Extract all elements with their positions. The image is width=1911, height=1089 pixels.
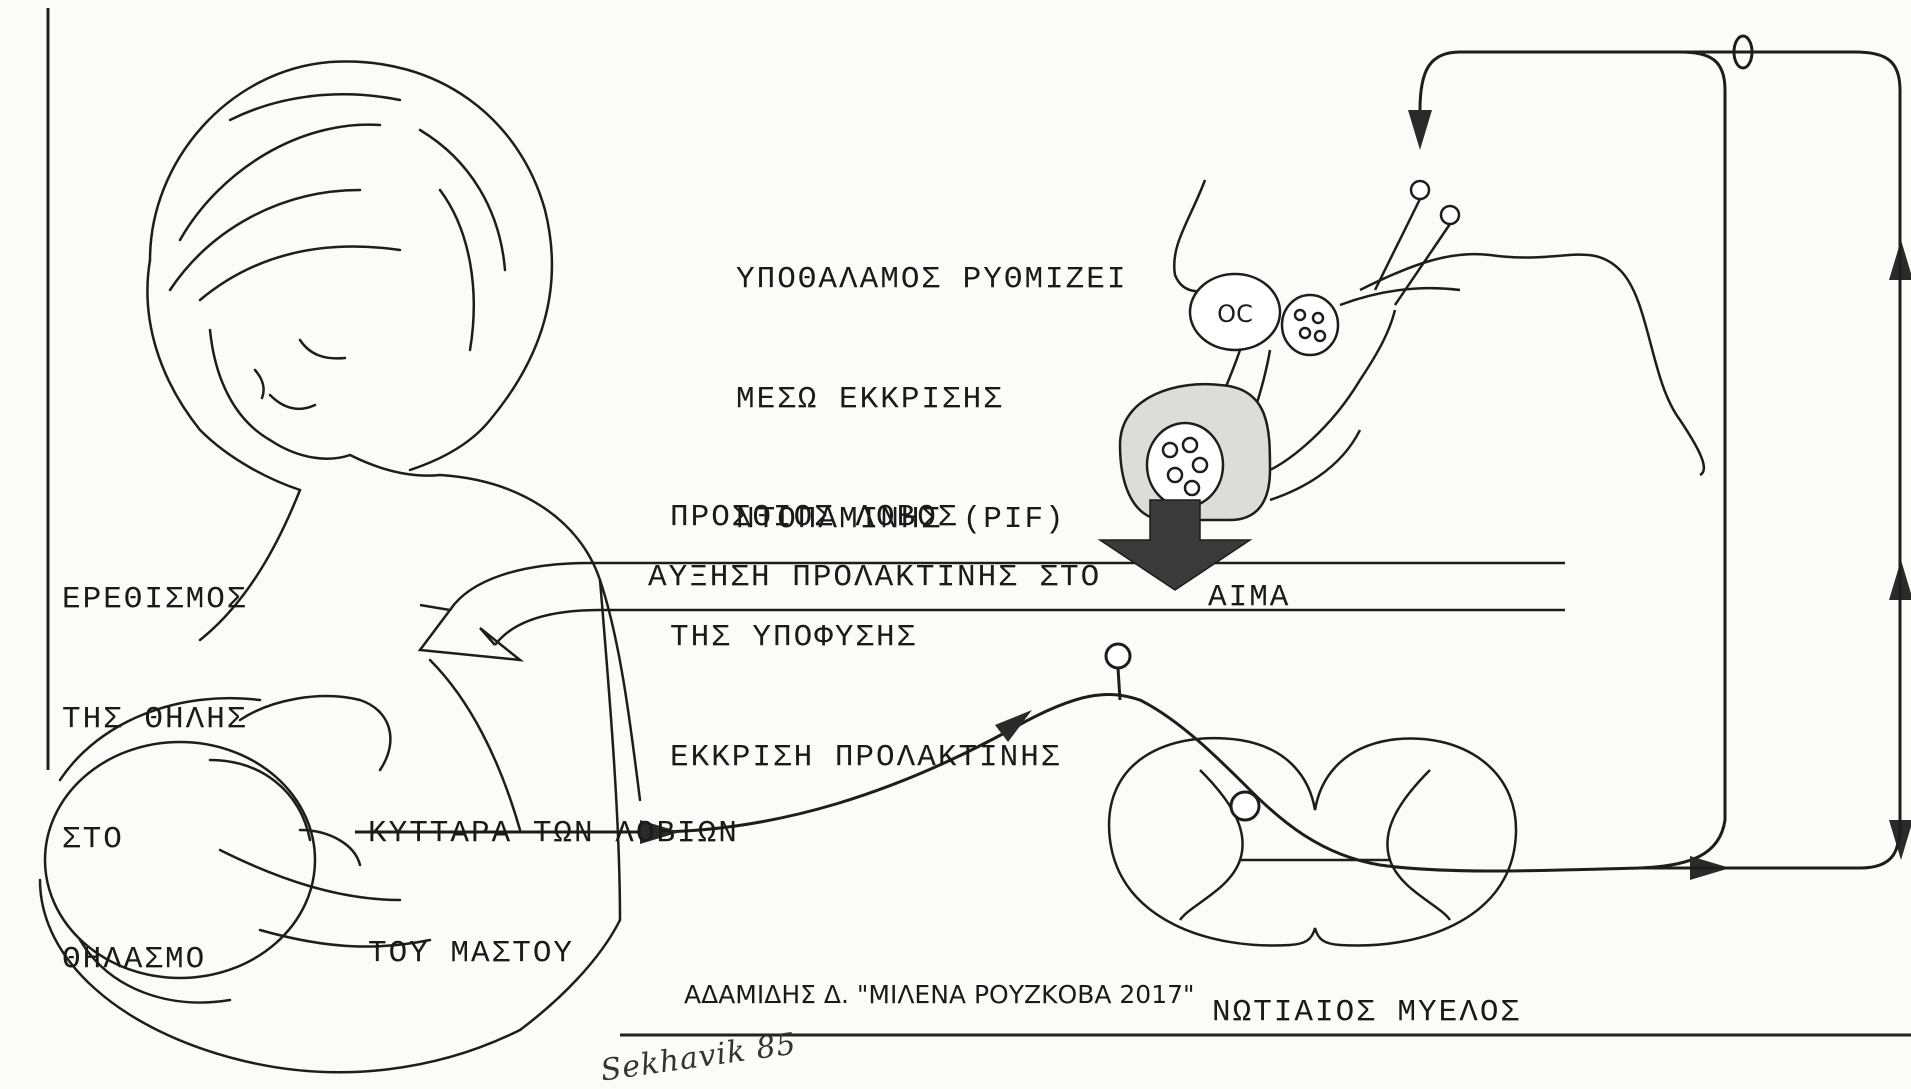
alveolar-cells-label: ΚΥΤΤΑΡΑ ΤΩΝ ΛΟΒΙΩΝ ΤΟΥ ΜΑΣΤΟΥ	[368, 734, 739, 1014]
nipple-stimulation-line-4: ΘΗΛΑΣΜΟ	[62, 940, 247, 980]
optic-chiasm-label: OC	[1217, 300, 1253, 328]
spinal-cord-label: ΝΩΤΙΑΙΟΣ ΜΥΕΛΟΣ	[1212, 993, 1521, 1033]
nipple-stimulation-line-2: ΤΗΣ ΘΗΛΗΣ	[62, 700, 247, 740]
ganglion-node	[1106, 644, 1130, 668]
nipple-stimulation-label: ΕΡΕΘΙΣΜΟΣ ΤΗΣ ΘΗΛΗΣ ΣΤΟ ΘΗΛΑΣΜΟ	[62, 500, 247, 1020]
alveolar-cells-line-2: ΤΟΥ ΜΑΣΤΟΥ	[368, 934, 739, 974]
right-ascending-line	[1460, 52, 1900, 868]
hypothalamus-line-1: ΥΠΟΘΑΛΑΜΟΣ ΡΥΘΜΙΖΕΙ	[736, 260, 1127, 300]
anterior-pituitary-line-1: ΠΡΟΣΘΙΟΣ ΛΟΒΟΣ	[670, 498, 1061, 538]
hypothalamus-pituitary	[1120, 180, 1704, 520]
nipple-stimulation-line-1: ΕΡΕΘΙΣΜΟΣ	[62, 580, 247, 620]
hypothalamus-line-2: ΜΕΣΩ ΕΚΚΡΙΣΗΣ	[736, 380, 1127, 420]
author-credit: ΑΔΑΜΙΔΗΣ Δ. "ΜΙΛΕΝΑ ΡΟΥΖΚΟΒΑ 2017"	[684, 980, 1195, 1009]
spinal-synapse-node	[1231, 792, 1259, 820]
prolactin-blood-label-b: ΑΙΜΑ	[1208, 578, 1290, 618]
nipple-stimulation-line-3: ΣΤΟ	[62, 820, 247, 860]
alveolar-cells-line-1: ΚΥΤΤΑΡΑ ΤΩΝ ΛΟΒΙΩΝ	[368, 814, 739, 854]
prolactin-blood-label-a: ΑΥΞΗΣΗ ΠΡΟΛΑΚΤΙΝΗΣ ΣΤΟ	[648, 558, 1101, 598]
anterior-pituitary-line-2: ΤΗΣ ΥΠΟΦΥΣΗΣ	[670, 618, 1061, 658]
